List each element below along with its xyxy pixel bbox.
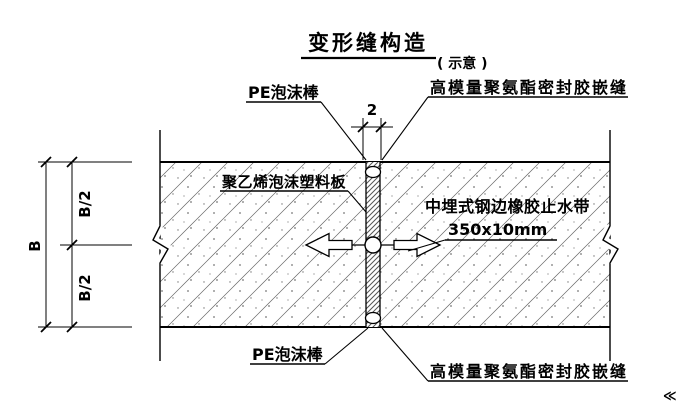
- label-pe-board: 聚乙烯泡沫塑料板: [221, 173, 347, 191]
- waterstop-left-arrow: [304, 232, 353, 258]
- label-sealant-bottom: 高模量聚氨酯密封胶嵌缝: [430, 362, 628, 381]
- label-waterstop-size: 350x10mm: [448, 220, 547, 239]
- leader-pe-foam-top: [320, 101, 367, 161]
- joint-width-value: 2: [367, 101, 377, 119]
- drawing-title-suffix: ( 示意 ): [437, 55, 488, 72]
- label-sealant-top: 高模量聚氨酯密封胶嵌缝: [430, 78, 628, 97]
- joint-dim-tick-left: [357, 121, 369, 133]
- dim-label-b-total: B: [26, 240, 44, 251]
- dim-tick: [40, 321, 52, 333]
- corner-mark: ≪: [663, 389, 677, 404]
- break-mark-left: [152, 225, 169, 264]
- leader-sealant-bottom: [381, 327, 429, 382]
- joint-dim-tick-right: [375, 121, 387, 133]
- leader-pe-board: [347, 190, 367, 213]
- dim-tick: [40, 156, 52, 168]
- dim-tick: [66, 239, 78, 251]
- dim-tick: [66, 156, 78, 168]
- label-pe-foam-top: PE泡沫棒: [248, 83, 320, 102]
- drawing-title: 变形缝构造: [308, 31, 428, 55]
- pe-foam-rod-bottom: [364, 311, 382, 325]
- break-mark-right: [602, 225, 619, 264]
- waterstop-right-arrow: [393, 232, 442, 258]
- label-waterstop-name: 中埋式钢边橡胶止水带: [425, 197, 590, 216]
- dim-label-b2-lower: B/2: [76, 274, 94, 301]
- waterstop-center-bulb: [364, 236, 382, 254]
- dim-label-b2-upper: B/2: [76, 190, 94, 217]
- pe-foam-rod-top: [364, 165, 382, 179]
- leader-sealant-top: [381, 96, 429, 161]
- label-pe-foam-bottom: PE泡沫棒: [252, 345, 324, 364]
- leader-waterstop: [407, 239, 446, 252]
- leader-pe-foam-bottom: [324, 327, 369, 365]
- dim-tick: [66, 321, 78, 333]
